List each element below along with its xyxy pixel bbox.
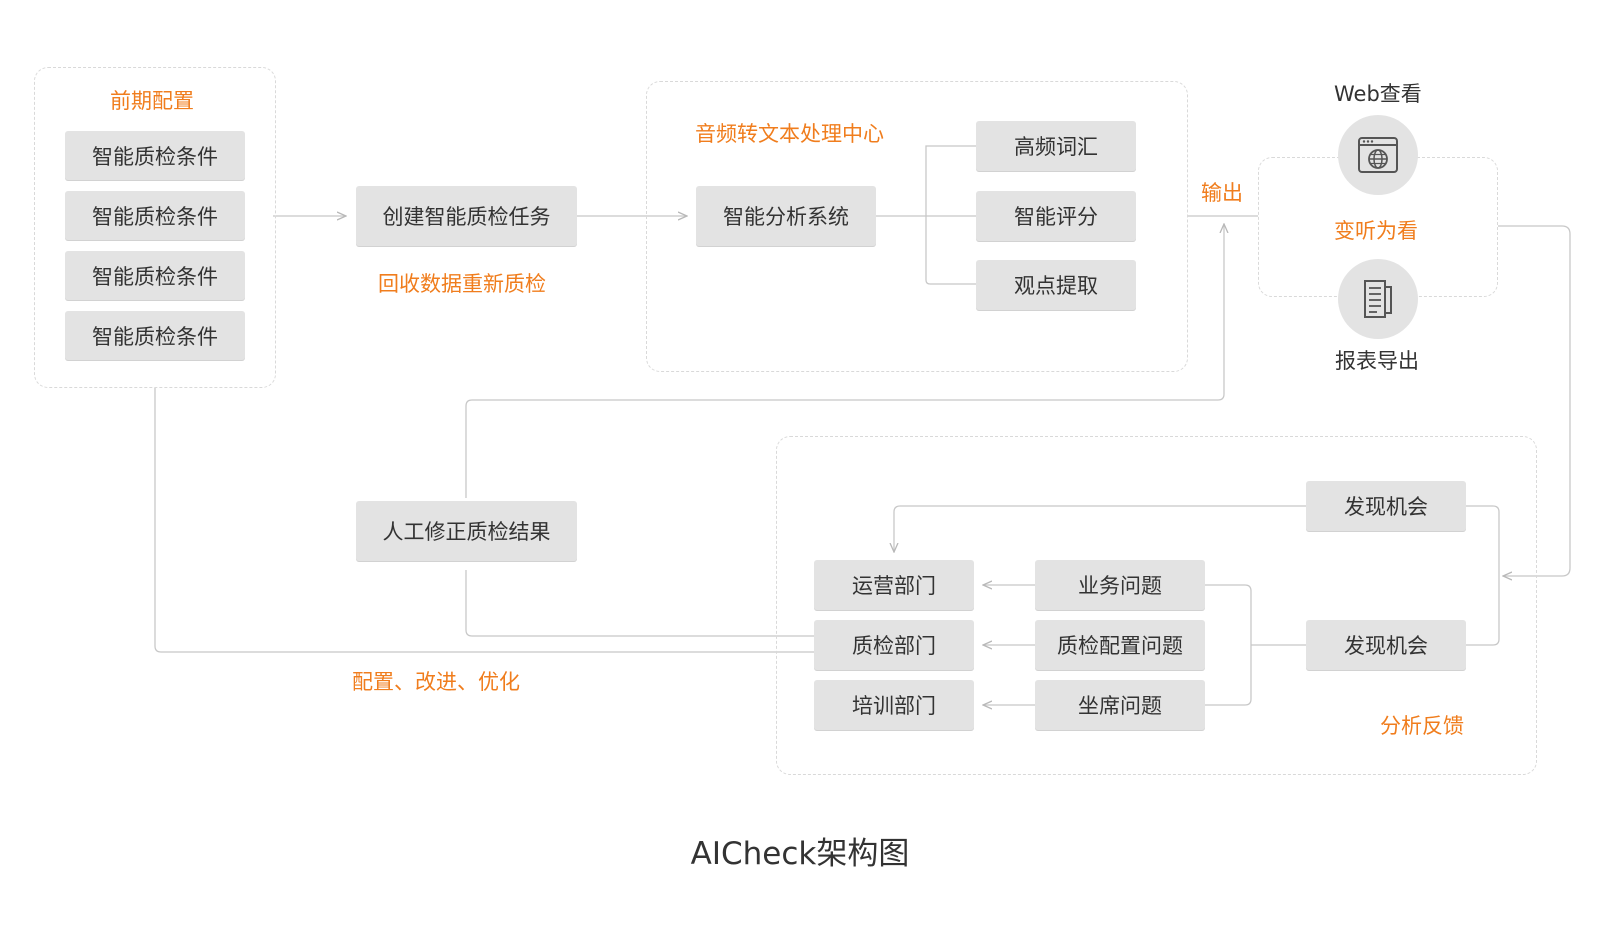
condition-box-1[interactable]: 智能质检条件 [65,131,245,180]
line-config-loop [154,388,814,653]
dept-operations[interactable]: 运营部门 [814,560,974,610]
dept-quality[interactable]: 质检部门 [814,620,974,670]
arrow-view-to-feedback [1498,225,1571,576]
problem-qc-config[interactable]: 质检配置问题 [1035,620,1205,670]
opportunity-box-top[interactable]: 发现机会 [1306,481,1466,531]
processing-center-group [646,81,1188,372]
analysis-system-box[interactable]: 智能分析系统 [696,186,876,246]
manual-fix-box[interactable]: 人工修正质检结果 [356,501,577,561]
browser-globe-icon[interactable] [1338,115,1418,195]
document-icon-svg [1364,280,1392,318]
processing-center-label: 音频转文本处理中心 [695,122,884,146]
config-improve-label: 配置、改进、优化 [352,670,520,694]
opportunity-bracket [1466,505,1500,646]
pre-config-label: 前期配置 [110,89,194,113]
outputs-bracket [925,145,976,285]
diagram-title: AICheck架构图 [690,836,910,872]
document-icon[interactable] [1338,259,1418,339]
dept-training[interactable]: 培训部门 [814,680,974,730]
problems-bracket [1205,584,1252,706]
create-task-box[interactable]: 创建智能质检任务 [356,186,577,246]
output-box-high-freq[interactable]: 高频词汇 [976,121,1136,171]
problem-agent[interactable]: 坐席问题 [1035,680,1205,730]
browser-globe-icon-svg [1358,137,1398,173]
opportunity-box-bottom[interactable]: 发现机会 [1306,620,1466,670]
feedback-group [776,436,1537,775]
feedback-label: 分析反馈 [1380,714,1464,738]
web-view-label: Web查看 [1334,82,1422,106]
output-box-opinion[interactable]: 观点提取 [976,260,1136,310]
recycle-label: 回收数据重新质检 [378,272,546,296]
output-label: 输出 [1201,181,1243,205]
problem-business[interactable]: 业务问题 [1035,560,1205,610]
condition-box-2[interactable]: 智能质检条件 [65,191,245,240]
condition-box-3[interactable]: 智能质检条件 [65,251,245,300]
arrow-opportunity-to-ops [894,505,1306,552]
arrow-manual-to-output [465,224,1224,498]
pre-config-group [34,67,276,388]
report-export-label: 报表导出 [1335,349,1419,373]
view-center-label: 变听为看 [1334,219,1418,243]
line-quality-to-manual [465,570,814,637]
output-box-score[interactable]: 智能评分 [976,191,1136,241]
condition-box-4[interactable]: 智能质检条件 [65,311,245,360]
